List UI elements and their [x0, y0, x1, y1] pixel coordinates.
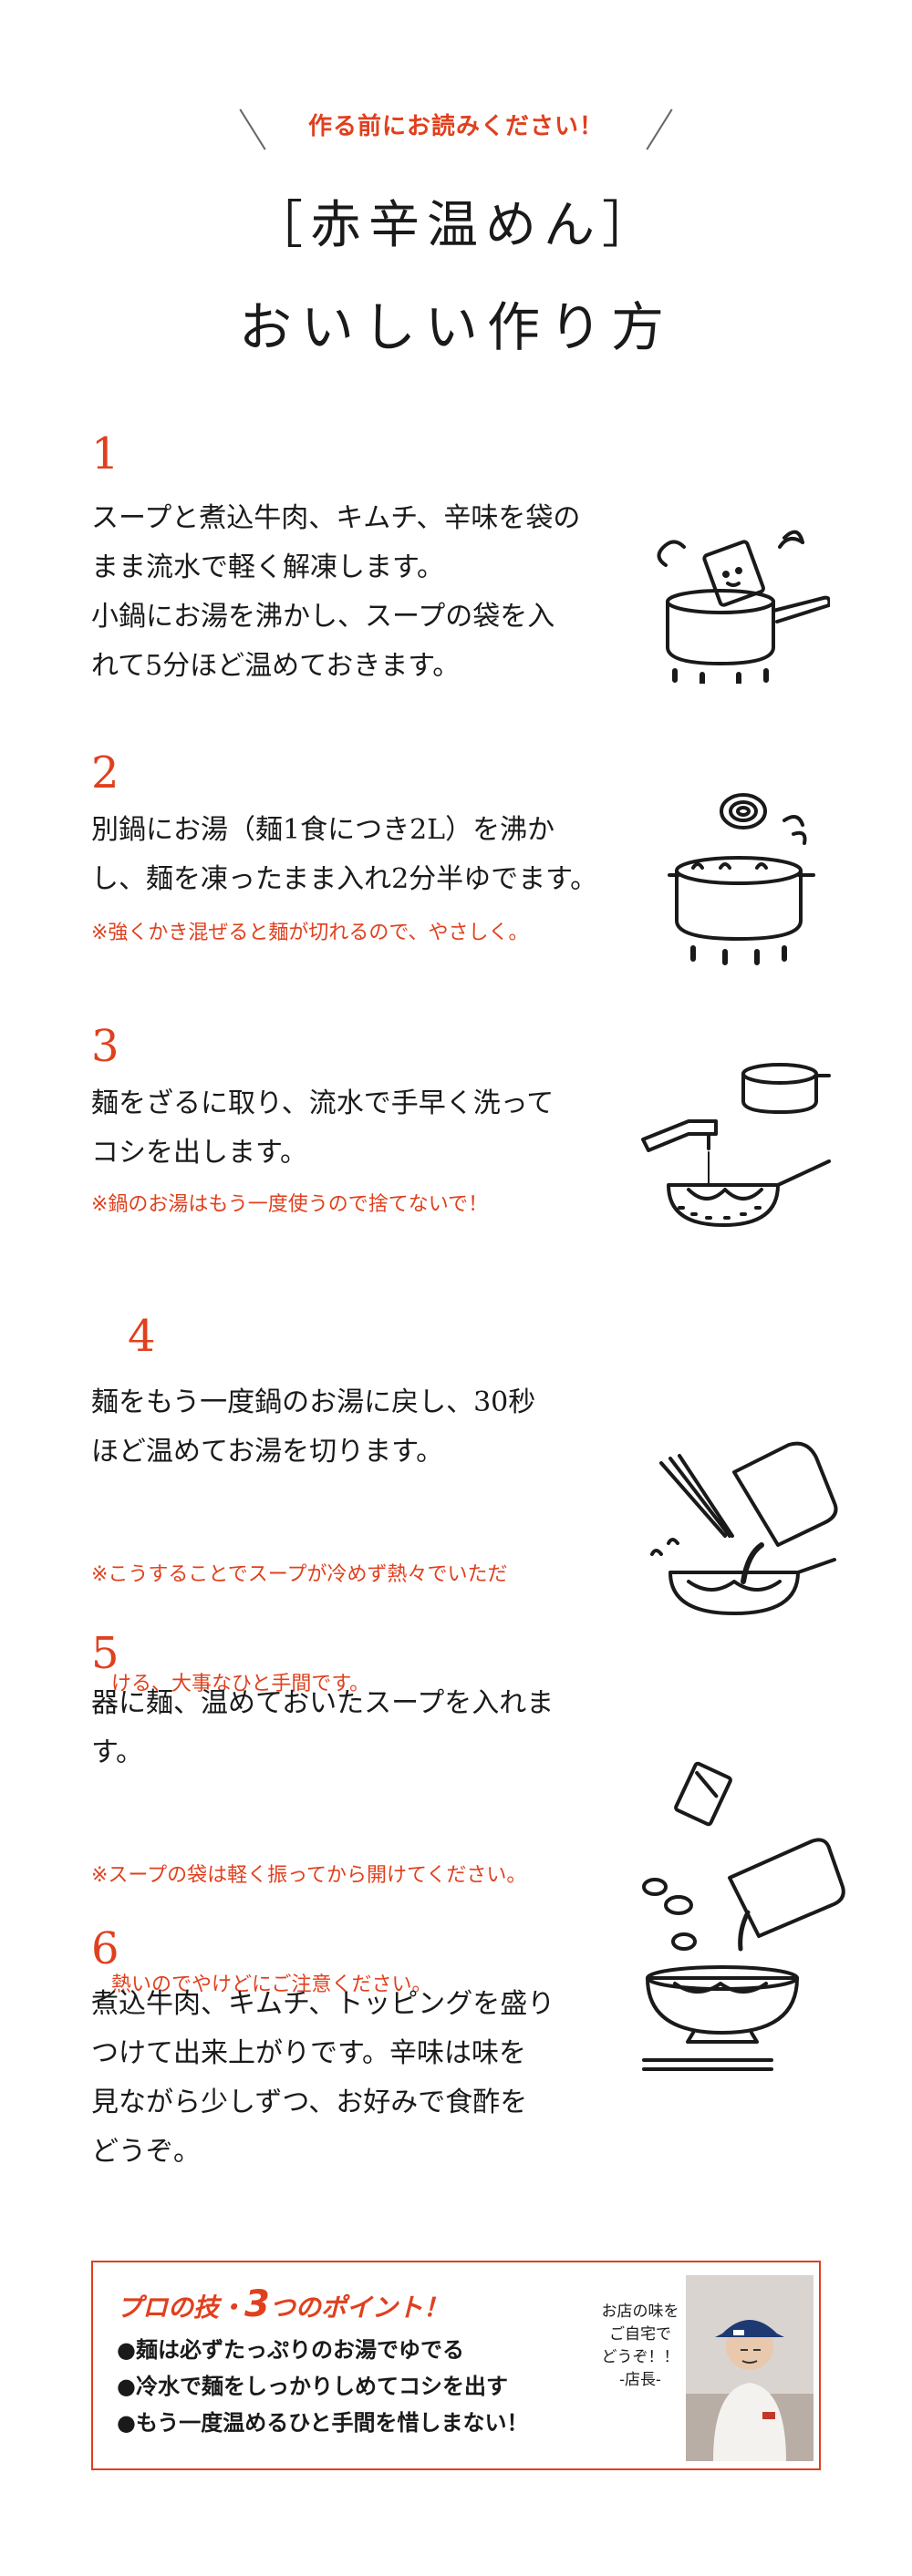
bowl-with-toppings-illustration-icon	[638, 1750, 848, 2078]
step-5-number: 5	[91, 1628, 119, 1679]
step-2-number: 2	[91, 747, 119, 799]
point-item-2: ●冷水で麺をしっかりしめてコシを出す	[117, 2374, 508, 2399]
colander-under-faucet-illustration-icon	[634, 1039, 844, 1249]
points-title-suffix: つのポイント！	[269, 2293, 449, 2323]
chef-message-line: お店の味を	[601, 2303, 679, 2321]
step-6-line: 煮込牛肉、キムチ、トッピングを盛り	[91, 1988, 555, 2020]
step-3-note: ※鍋のお湯はもう一度使うので捨てないで！	[91, 1187, 488, 1223]
step-1-line: 小鍋にお湯を沸かし、スープの袋を入	[91, 601, 555, 633]
step-1-line: スープと煮込牛肉、キムチ、辛味を袋の	[91, 502, 581, 534]
step-5-line: 器に麺、温めておいたスープを入れま	[91, 1687, 554, 1719]
saucepan-illustration-icon	[648, 510, 830, 684]
step-5-line: す。	[91, 1736, 143, 1768]
points-title: プロの技・3つのポイント！	[117, 2283, 449, 2325]
page-title: ［赤辛温めん］	[252, 196, 660, 255]
step-1-number: 1	[91, 428, 119, 479]
points-title-prefix: プロの技・	[117, 2293, 245, 2323]
step-4-note: ※こうすることでスープが冷めず熱々でいただ ける、大事なひと手間です。	[91, 1484, 507, 1739]
step-3-text: 麺をざるに取り、流水で手早く洗って コシを出します。	[91, 1079, 638, 1178]
step-3-line: コシを出します。	[91, 1137, 307, 1169]
page-subtitle: おいしい作り方	[238, 296, 673, 358]
step-5-note: ※スープの袋は軽く振ってから開けてください。 熱いのでやけどにご注意ください。	[91, 1785, 526, 2040]
points-box	[91, 2261, 821, 2470]
step-2-note-line: ※強くかき混ぜると麺が切れるので、やさしく。	[91, 922, 529, 944]
step-6-line: つけて出来上がりです。辛味は味を	[91, 2037, 526, 2069]
chef-message-line: どうぞ！！	[601, 2348, 679, 2366]
pot-with-noodles-illustration-icon	[657, 784, 839, 966]
points-title-number: 3	[244, 2283, 270, 2325]
step-1-line: まま流水で軽く解凍します。	[91, 551, 444, 583]
step-1-line: れて5分ほど温めておきます。	[91, 650, 461, 682]
step-6-number: 6	[91, 1923, 119, 1974]
step-2-note: ※強くかき混ぜると麺が切れるので、やさしく。	[91, 915, 529, 952]
chef-message-line: ご自宅で	[609, 2325, 671, 2344]
chef-message: お店の味を ご自宅で どうぞ！！ -店長-	[595, 2301, 686, 2392]
pre-title: 作る前にお読みください！	[307, 113, 604, 140]
step-2-line: 別鍋にお湯（麺1食につき2L）を沸か	[91, 814, 555, 846]
step-4-number: 4	[128, 1311, 156, 1362]
step-2-text: 別鍋にお湯（麺1食につき2L）を沸か し、麺を凍ったまま入れ2分半ゆでます。	[91, 806, 657, 904]
point-item-3: ●もう一度温めるひと手間を惜しまない！	[117, 2410, 529, 2436]
step-4-note-line: ける、大事なひと手間です。	[91, 1673, 370, 1695]
step-6-line: 見ながら少しずつ、お好みで食酢を	[91, 2087, 528, 2118]
step-6-text: 煮込牛肉、キムチ、トッピングを盛り つけて出来上がりです。辛味は味を 見ながら少…	[91, 1980, 638, 2177]
chef-photo	[686, 2275, 814, 2461]
step-1-text: スープと煮込牛肉、キムチ、辛味を袋の まま流水で軽く解凍します。 小鍋にお湯を沸…	[91, 494, 638, 691]
chef-message-line: -店長-	[619, 2371, 661, 2389]
step-4-note-line: ※こうすることでスープが冷めず熱々でいただ	[91, 1563, 508, 1586]
step-5-note-line: 熱いのでやけどにご注意ください。	[91, 1973, 432, 1996]
step-3-number: 3	[91, 1021, 119, 1072]
step-4-line: ほど温めてお湯を切ります。	[91, 1436, 444, 1468]
step-4-line: 麺をもう一度鍋のお湯に戻し、30秒	[91, 1386, 536, 1418]
step-2-line: し、麺を凍ったまま入れ2分半ゆでます。	[91, 863, 598, 895]
step-6-line: どうぞ。	[91, 2136, 201, 2168]
step-4-text: 麺をもう一度鍋のお湯に戻し、30秒 ほど温めてお湯を切ります。	[91, 1378, 638, 1477]
pouring-pot-illustration-icon	[643, 1436, 844, 1627]
step-3-note-line: ※鍋のお湯はもう一度使うので捨てないで！	[91, 1193, 489, 1216]
step-5-note-line: ※スープの袋は軽く振ってから開けてください。	[91, 1864, 527, 1887]
step-3-line: 麺をざるに取り、流水で手早く洗って	[91, 1087, 554, 1119]
step-5-text: 器に麺、温めておいたスープを入れま す。	[91, 1679, 638, 1777]
point-item-1: ●麺は必ずたっぷりのお湯でゆでる	[117, 2337, 464, 2363]
